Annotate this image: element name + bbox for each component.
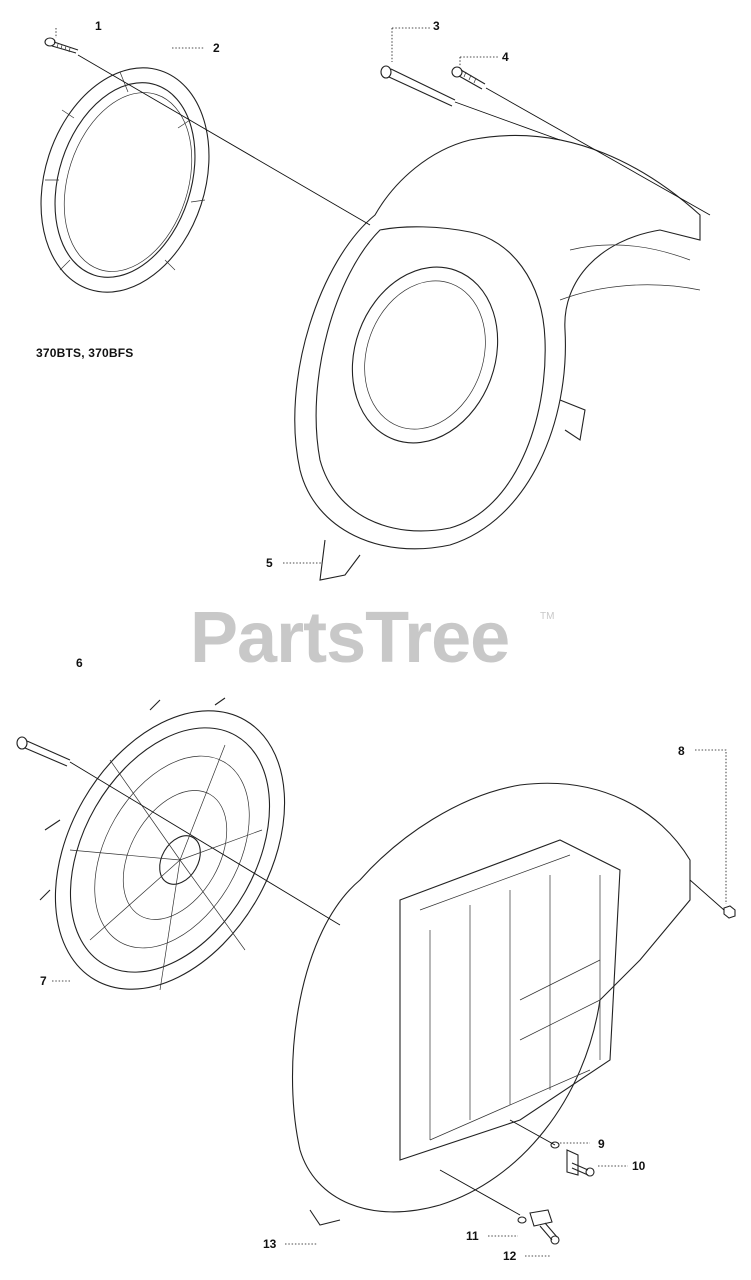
fan-housing-part-13	[292, 782, 691, 1226]
model-applicability-note: 370BTS, 370BFS	[36, 346, 134, 360]
bracket-part-9	[550, 1141, 579, 1176]
screw-part-12	[539, 1222, 560, 1245]
bolt-part-6	[16, 736, 71, 767]
callout-12: 12	[503, 1249, 517, 1263]
callout-5: 5	[266, 556, 273, 570]
callout-leader-lines	[52, 27, 727, 1257]
clip-part-11	[517, 1209, 553, 1227]
callout-9: 9	[598, 1137, 605, 1151]
screw-part-10	[571, 1162, 595, 1177]
callout-1: 1	[95, 19, 102, 33]
nut-part-8	[723, 905, 736, 919]
watermark-logo: PartsTree	[190, 598, 510, 678]
ring-frame-part-2	[40, 67, 210, 293]
callout-7: 7	[40, 974, 47, 988]
blower-housing-part-5	[294, 134, 701, 581]
assembly-axis-lines	[69, 54, 725, 1216]
watermark-trademark: TM	[540, 611, 555, 622]
callout-3: 3	[433, 19, 440, 33]
bolt-part-3	[380, 65, 456, 107]
callout-2: 2	[213, 41, 220, 55]
screw-part-1	[44, 37, 79, 54]
callout-10: 10	[632, 1159, 646, 1173]
screw-part-4	[451, 66, 486, 90]
callout-6: 6	[76, 656, 83, 670]
callout-13: 13	[263, 1237, 277, 1251]
callout-8: 8	[678, 744, 685, 758]
callout-11: 11	[466, 1229, 479, 1243]
impeller-fan-part-7	[39, 697, 286, 991]
callout-4: 4	[502, 50, 509, 64]
